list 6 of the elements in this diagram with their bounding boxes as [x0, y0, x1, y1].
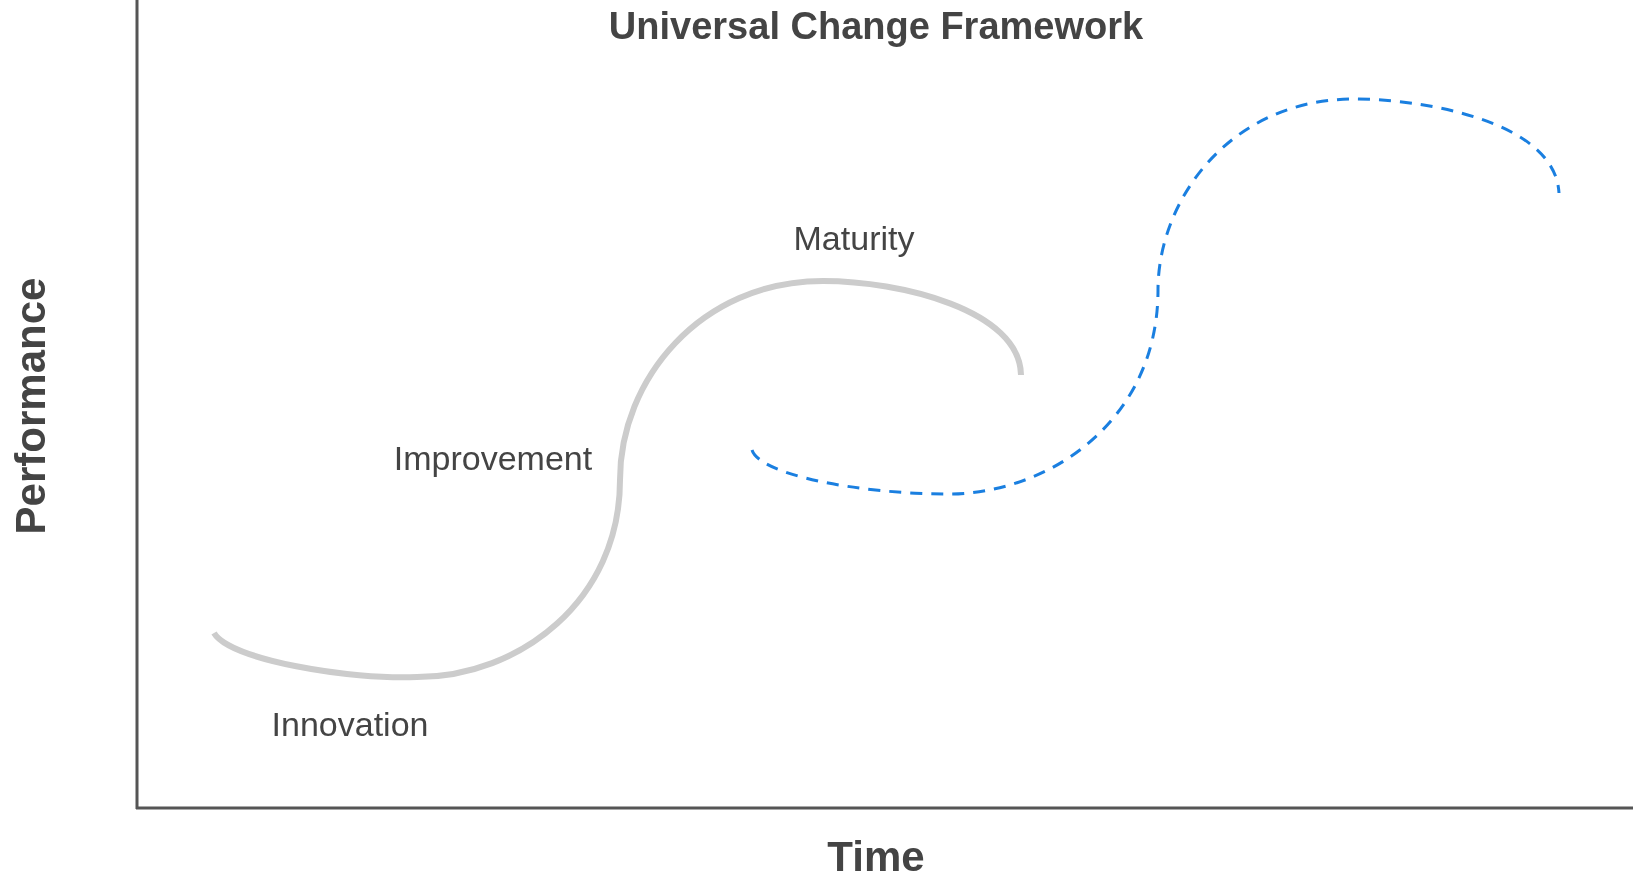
chart-title: Universal Change Framework — [608, 4, 1144, 48]
x-axis-title: Time — [827, 833, 925, 881]
stage-label: Maturity — [793, 218, 915, 258]
y-axis-title: Performance — [7, 277, 55, 535]
stage-label: Improvement — [393, 438, 593, 478]
stage-label: Innovation — [271, 704, 429, 744]
